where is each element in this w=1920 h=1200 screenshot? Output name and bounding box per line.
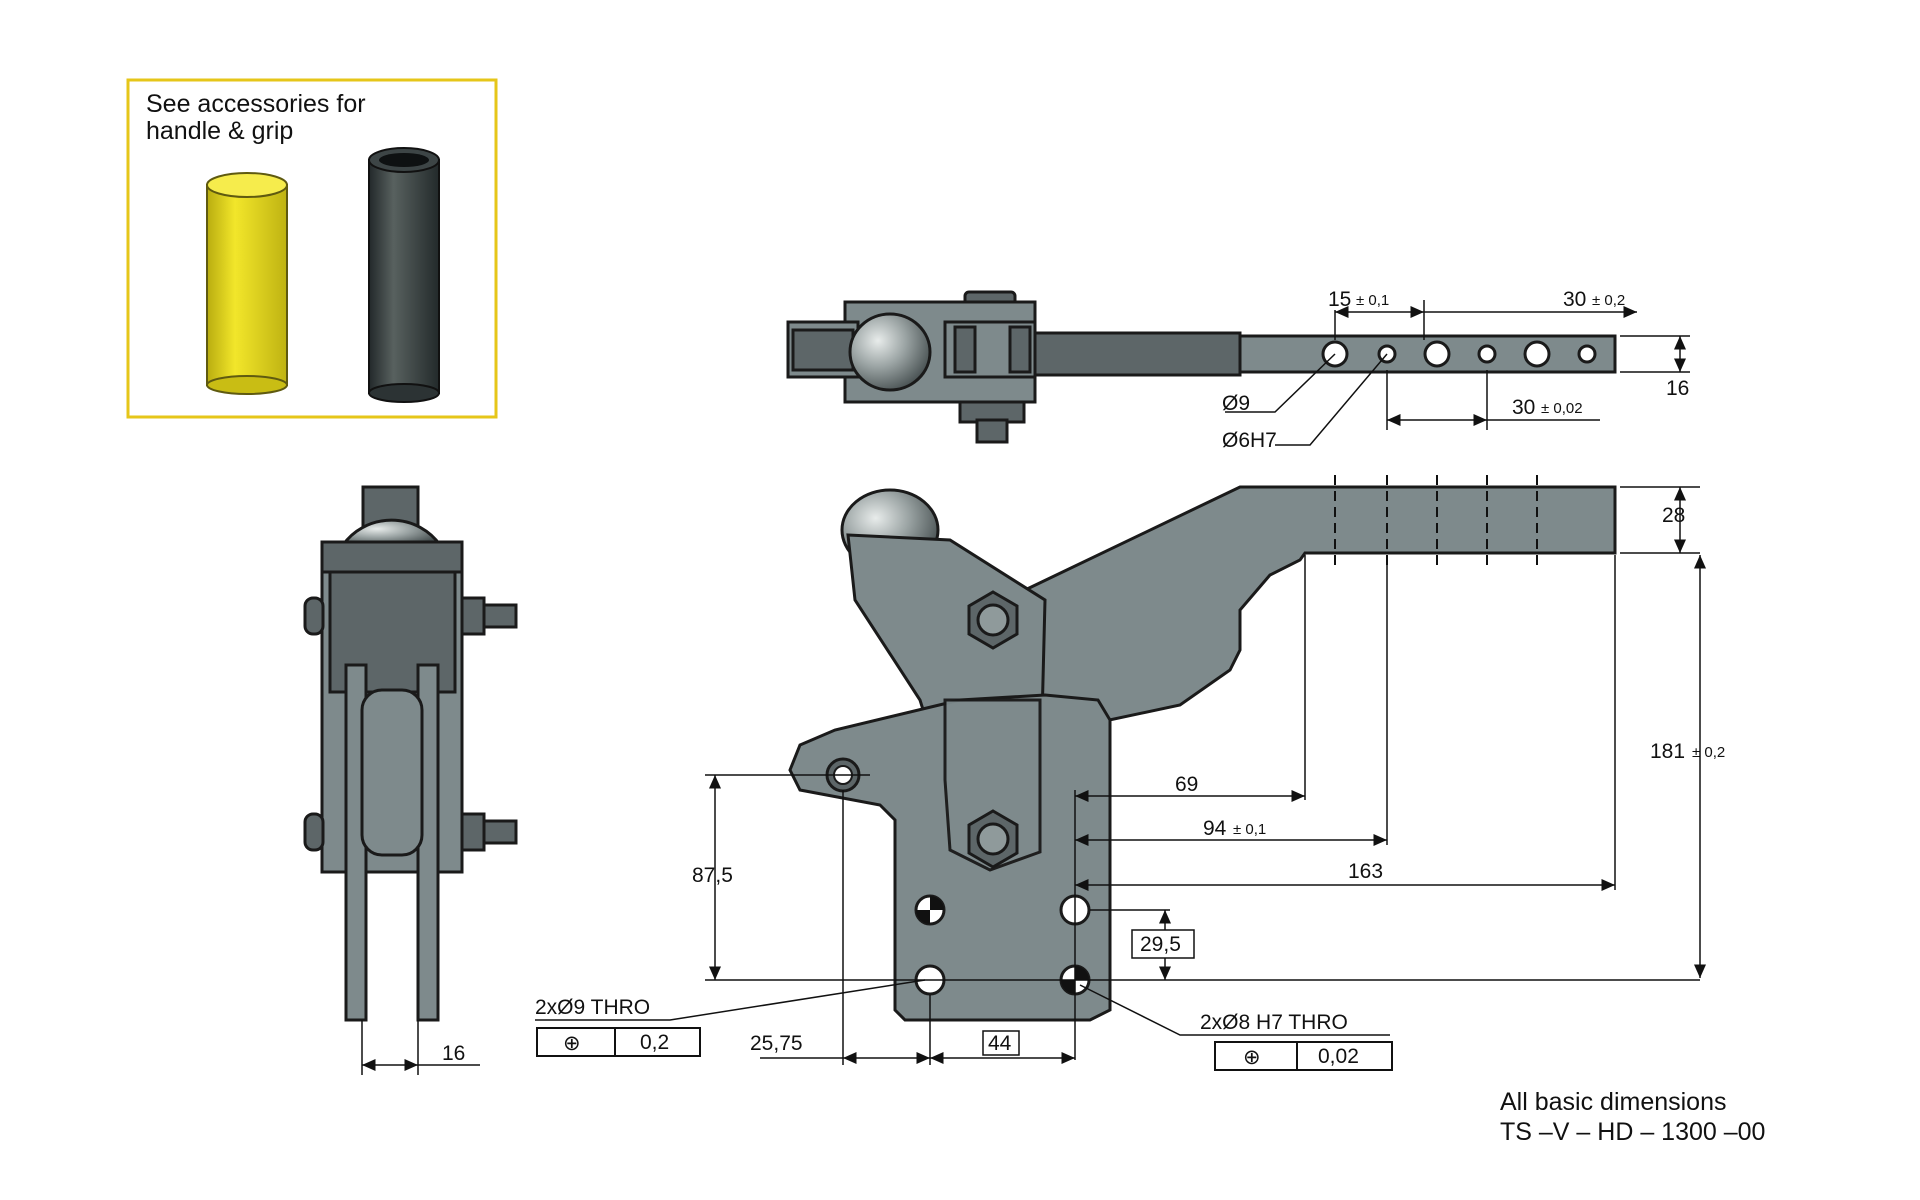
hole-9-label: Ø9	[1222, 392, 1250, 415]
right-hole-tol: 0,02	[1318, 1045, 1359, 1068]
dim-94-label: 94	[1203, 817, 1227, 840]
top-view: 15 ± 0,1 30 ± 0,2 30 ± 0,02 16 Ø9 Ø6H7	[786, 288, 1690, 452]
left-hole-tol: 0,2	[640, 1031, 669, 1054]
yellow-grip-icon	[206, 172, 288, 395]
dim-16-top-label: 16	[1666, 377, 1689, 400]
lower-nut-icon	[967, 809, 1019, 869]
dim-15-tol: ± 0,1	[1356, 292, 1389, 309]
side-view: 16	[303, 485, 518, 1075]
dim-94-tol: ± 0,1	[1233, 821, 1266, 838]
dim-30-bottom-label: 30	[1512, 396, 1535, 419]
side-dim-16-label: 16	[442, 1042, 465, 1065]
footer-line2: TS –V – HD – 1300 –00	[1500, 1118, 1765, 1146]
accessories-line1: See accessories for	[146, 90, 366, 118]
footer-note: All basic dimensions TS –V – HD – 1300 –…	[1500, 1088, 1765, 1146]
black-tube-icon	[368, 147, 440, 403]
top-holes	[1321, 340, 1597, 368]
dim-181-tol: ± 0,2	[1692, 744, 1725, 761]
dim-163-label: 163	[1348, 860, 1383, 883]
dim-69-label: 69	[1175, 773, 1198, 796]
upper-nut-icon	[967, 590, 1019, 650]
hole-6-label: Ø6H7	[1222, 429, 1277, 452]
right-hole-label: 2xØ8 H7 THRO	[1200, 1011, 1348, 1034]
dim-28-label: 28	[1662, 504, 1685, 527]
right-hole-position-icon: ⊕	[1243, 1046, 1261, 1069]
dim-29-label: 29,5	[1140, 933, 1181, 956]
dim-87-label: 87,5	[692, 864, 733, 887]
dim-44-label: 44	[988, 1032, 1012, 1055]
dim-181-label: 181	[1650, 740, 1685, 763]
front-view: 28 181 ± 0,2 69 94 ± 0,1 163 87,5 29,5	[535, 475, 1725, 1071]
dim-30-top-tol: ± 0,2	[1592, 292, 1625, 309]
left-hole-position-icon: ⊕	[563, 1032, 581, 1055]
left-hole-label: 2xØ9 THRO	[535, 996, 650, 1019]
dim-25-label: 25,75	[750, 1032, 803, 1055]
dim-30-bottom-tol: ± 0,02	[1541, 400, 1583, 417]
accessories-box: See accessories for handle & grip	[126, 78, 498, 419]
dim-30-top-label: 30	[1563, 288, 1586, 311]
dim-15-label: 15	[1328, 288, 1351, 311]
footer-line1: All basic dimensions	[1500, 1088, 1727, 1116]
accessories-line2: handle & grip	[146, 117, 293, 145]
